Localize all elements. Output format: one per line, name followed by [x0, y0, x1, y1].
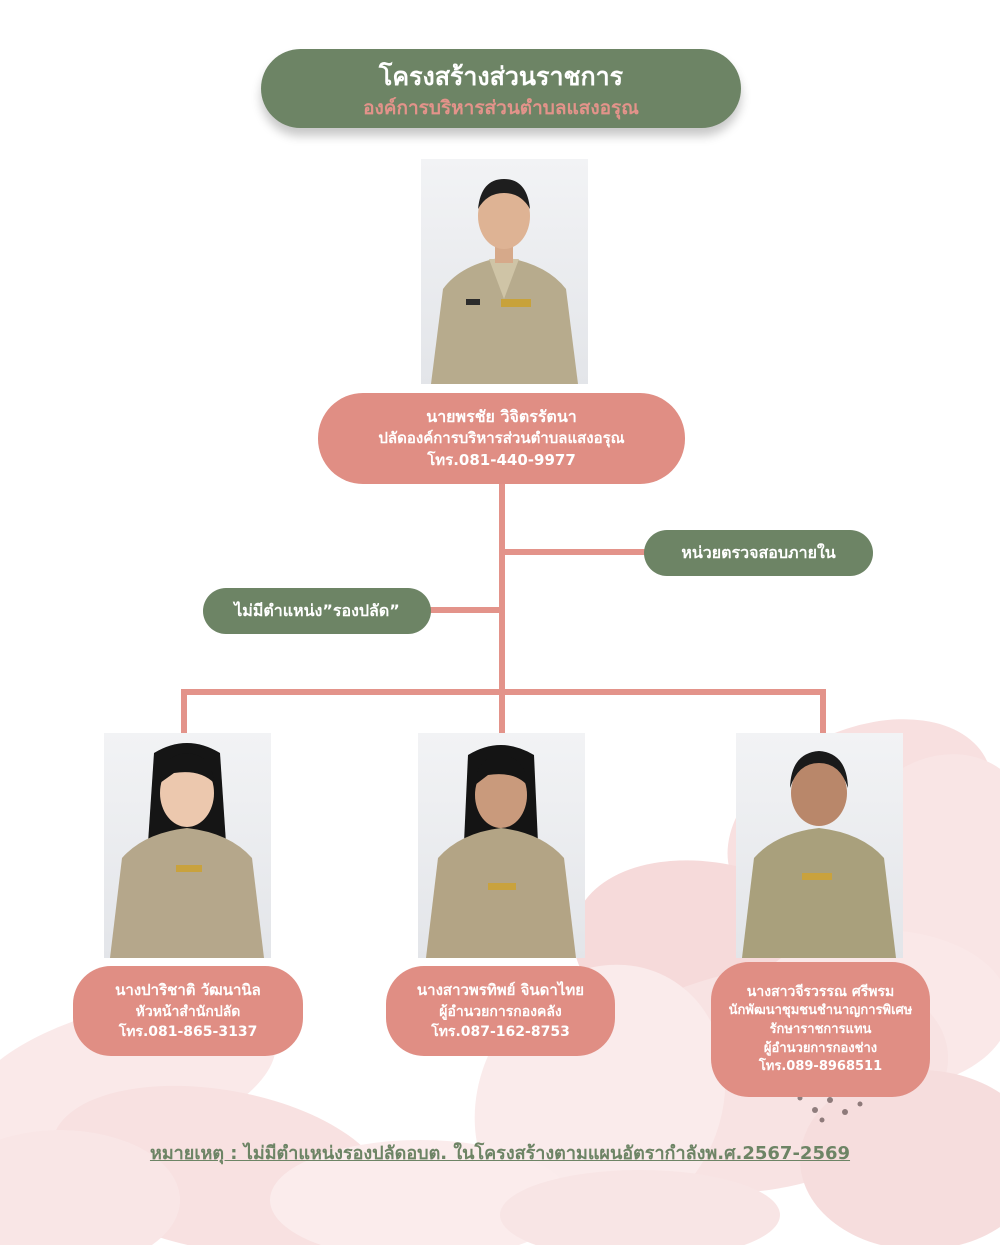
- page-subtitle: องค์การบริหารส่วนตำบลแสงอรุณ: [363, 97, 639, 119]
- staff-3-position2: รักษาราชการแทน: [769, 1021, 872, 1037]
- staff-1-position: หัวหน้าสำนักปลัด: [135, 1003, 241, 1020]
- staff-3-position: นักพัฒนาชุมชนชำนาญการพิเศษ: [728, 1002, 913, 1018]
- staff-1-phone: โทร.081-865-3137: [118, 1023, 258, 1040]
- chief-phone: โทร.081-440-9977: [427, 451, 576, 470]
- staff-2-name: นางสาวพรทิพย์ จินดาไทย: [416, 980, 585, 999]
- page-title: โครงสร้างส่วนราชการ: [378, 62, 624, 91]
- staff-2-card: นางสาวพรทิพย์ จินดาไทย ผู้อำนวยการกองคลั…: [386, 966, 615, 1056]
- chief-photo: [421, 159, 588, 384]
- staff-1-card: นางปาริชาติ วัฒนานิล หัวหน้าสำนักปลัด โท…: [73, 966, 303, 1056]
- staff-3-photo: [736, 733, 903, 958]
- staff-2-position: ผู้อำนวยการกองคลัง: [439, 1003, 562, 1020]
- title-banner: โครงสร้างส่วนราชการ องค์การบริหารส่วนตำบ…: [261, 49, 741, 128]
- internal-audit-label: หน่วยตรวจสอบภายใน: [681, 542, 836, 562]
- staff-2-photo: [418, 733, 585, 958]
- staff-2-phone: โทร.087-162-8753: [431, 1023, 570, 1040]
- internal-audit-box: หน่วยตรวจสอบภายใน: [644, 530, 873, 576]
- chief-position: ปลัดองค์การบริหารส่วนตำบลแสงอรุณ: [378, 429, 625, 448]
- staff-3-phone: โทร.089-8968511: [758, 1059, 883, 1075]
- footnote: หมายเหตุ : ไม่มีตำแหน่งรองปลัดอบต. ในโคร…: [149, 1143, 851, 1164]
- staff-3-name: นางสาวจีรวรรณ ศรีพรม: [746, 983, 895, 1000]
- chief-name: นายพรชัย วิจิตรรัตนา: [426, 407, 577, 427]
- no-deputy-box: ไม่มีตำแหน่ง”รองปลัด”: [203, 588, 431, 634]
- staff-1-photo: [104, 733, 271, 958]
- chief-card: นายพรชัย วิจิตรรัตนา ปลัดองค์การบริหารส่…: [318, 393, 685, 484]
- no-deputy-label: ไม่มีตำแหน่ง”รองปลัด”: [234, 600, 400, 620]
- staff-1-name: นางปาริชาติ วัฒนานิล: [115, 980, 261, 999]
- staff-3-card: นางสาวจีรวรรณ ศรีพรม นักพัฒนาชุมชนชำนาญก…: [711, 962, 930, 1097]
- staff-3-position3: ผู้อำนวยการกองช่าง: [763, 1040, 878, 1056]
